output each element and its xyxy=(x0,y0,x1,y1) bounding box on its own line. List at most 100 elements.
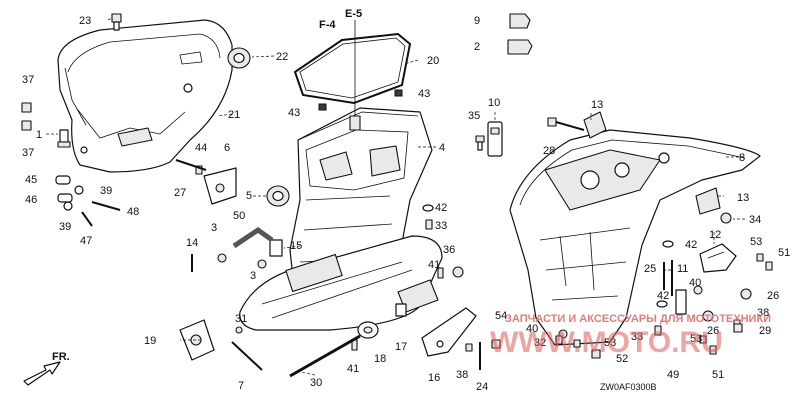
callout-15[interactable]: 15 xyxy=(290,240,302,252)
callout-51-right[interactable]: 51 xyxy=(778,247,790,259)
part-54-screw xyxy=(491,339,501,349)
part-3-bolt-a xyxy=(217,253,227,263)
part-13-mount-lower xyxy=(695,187,721,215)
callout-3-upper[interactable]: 3 xyxy=(211,222,217,234)
leader-lines xyxy=(46,17,745,376)
callout-6[interactable]: 6 xyxy=(224,142,230,154)
callout-48[interactable]: 48 xyxy=(127,206,139,218)
part-51-screw-b xyxy=(709,345,717,355)
callout-28[interactable]: 28 xyxy=(543,145,555,157)
callout-4[interactable]: 4 xyxy=(439,142,445,154)
part-35-screw xyxy=(475,135,485,151)
callout-37-upper[interactable]: 37 xyxy=(22,74,34,86)
part-41-screw-a xyxy=(437,267,444,279)
callout-11[interactable]: 11 xyxy=(677,263,688,275)
ref-e5[interactable]: E-5 xyxy=(345,8,362,20)
part-52-screw xyxy=(591,349,601,359)
callout-51-lower[interactable]: 51 xyxy=(712,369,724,381)
callout-44[interactable]: 44 xyxy=(195,142,207,154)
callout-45[interactable]: 45 xyxy=(25,174,37,186)
callout-19[interactable]: 19 xyxy=(144,335,156,347)
callout-26-lower[interactable]: 26 xyxy=(707,325,719,337)
callout-53-center[interactable]: 53 xyxy=(604,337,616,349)
callout-24[interactable]: 24 xyxy=(476,381,488,393)
callout-41-lower[interactable]: 41 xyxy=(347,363,359,375)
callout-37-lower[interactable]: 37 xyxy=(22,147,34,159)
callout-42-center[interactable]: 42 xyxy=(435,202,447,214)
callout-5[interactable]: 5 xyxy=(246,190,252,202)
part-39-washer-a xyxy=(74,185,84,195)
callout-35[interactable]: 35 xyxy=(468,110,480,122)
front-label: FR. xyxy=(52,351,70,363)
callout-39-upper[interactable]: 39 xyxy=(100,185,112,197)
callout-50[interactable]: 50 xyxy=(233,210,245,222)
callout-18[interactable]: 18 xyxy=(374,353,386,365)
part-39-washer-b xyxy=(63,201,73,211)
callout-40-right[interactable]: 40 xyxy=(689,277,701,289)
part-49-anode xyxy=(675,289,687,315)
callout-26-right[interactable]: 26 xyxy=(767,290,779,302)
callout-9[interactable]: 9 xyxy=(474,15,480,27)
callout-53-lower[interactable]: 53 xyxy=(690,333,702,345)
callout-13-upper[interactable]: 13 xyxy=(591,99,603,111)
callout-33-lower[interactable]: 33 xyxy=(631,331,643,343)
callout-30[interactable]: 30 xyxy=(310,377,322,389)
callout-47[interactable]: 47 xyxy=(80,235,92,247)
callout-2[interactable]: 2 xyxy=(474,41,480,53)
callout-46[interactable]: 46 xyxy=(25,194,37,206)
part-46-collar xyxy=(57,193,73,203)
callout-43-right[interactable]: 43 xyxy=(418,88,430,100)
part-13-mount-upper xyxy=(583,111,607,139)
part-22-grommet xyxy=(227,47,251,69)
ref-f4[interactable]: F-4 xyxy=(319,19,336,31)
part-47-bolt xyxy=(81,211,93,227)
callout-53-right[interactable]: 53 xyxy=(750,236,762,248)
callout-42-right[interactable]: 42 xyxy=(685,239,697,251)
callout-41-upper[interactable]: 41 xyxy=(428,259,440,271)
callout-20[interactable]: 20 xyxy=(427,55,439,67)
part-27-bolt xyxy=(175,159,207,171)
callout-10[interactable]: 10 xyxy=(488,97,500,109)
part-42-washer-c xyxy=(656,300,668,308)
callout-16[interactable]: 16 xyxy=(428,372,440,384)
callout-32[interactable]: 32 xyxy=(534,337,546,349)
callout-14[interactable]: 14 xyxy=(186,237,198,249)
part-1-clip xyxy=(57,129,71,148)
callout-31[interactable]: 31 xyxy=(235,313,247,325)
watermark-brand: WWW.MOTO.RU xyxy=(490,326,723,359)
callout-27[interactable]: 27 xyxy=(174,187,186,199)
callout-29[interactable]: 29 xyxy=(759,325,771,337)
callout-7[interactable]: 7 xyxy=(238,380,244,392)
part-53-screw-a xyxy=(756,253,764,262)
part-38-nut-a xyxy=(465,343,473,352)
callouts: 23 22 20 43 43 9 2 37 37 1 21 10 13 35 2… xyxy=(22,15,790,393)
callout-22[interactable]: 22 xyxy=(276,51,288,63)
callout-17[interactable]: 17 xyxy=(395,341,407,353)
callout-43-left[interactable]: 43 xyxy=(288,107,300,119)
part-2-insert xyxy=(507,39,533,55)
callout-42-lower[interactable]: 42 xyxy=(657,290,669,302)
callout-23[interactable]: 23 xyxy=(79,15,91,27)
callout-52[interactable]: 52 xyxy=(616,353,628,365)
part-20-gasket xyxy=(293,32,412,105)
callout-36[interactable]: 36 xyxy=(443,244,455,256)
callout-40-left[interactable]: 40 xyxy=(526,323,538,335)
callout-34[interactable]: 34 xyxy=(749,214,761,226)
callout-54[interactable]: 54 xyxy=(495,310,507,322)
part-37-nut-lower xyxy=(21,120,32,131)
callout-13-lower[interactable]: 13 xyxy=(737,192,749,204)
callout-38-right[interactable]: 38 xyxy=(757,307,769,319)
part-45-collar xyxy=(55,175,71,185)
callout-8[interactable]: 8 xyxy=(739,152,745,164)
callout-49[interactable]: 49 xyxy=(667,369,679,381)
callout-1[interactable]: 1 xyxy=(36,129,42,141)
callout-39-lower[interactable]: 39 xyxy=(59,221,71,233)
callout-33-center[interactable]: 33 xyxy=(435,220,447,232)
part-44-clip xyxy=(195,165,203,175)
callout-25[interactable]: 25 xyxy=(644,263,656,275)
callout-3-lower[interactable]: 3 xyxy=(250,270,256,282)
callout-12[interactable]: 12 xyxy=(709,229,721,241)
callout-38-center[interactable]: 38 xyxy=(456,369,468,381)
callout-21[interactable]: 21 xyxy=(228,109,240,121)
